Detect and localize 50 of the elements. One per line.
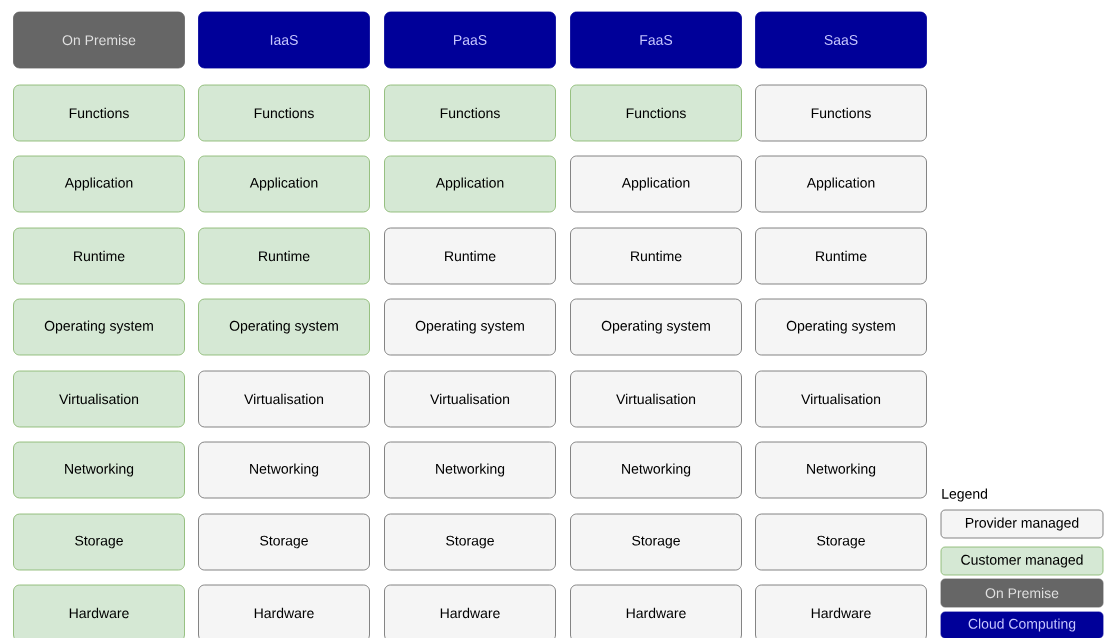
- layer-box: Networking: [13, 441, 185, 499]
- legend-heading: Legend: [942, 488, 987, 502]
- layer-box: Application: [13, 155, 185, 213]
- layer-box: Runtime: [384, 227, 556, 285]
- layer-box: Storage: [198, 513, 370, 571]
- layer-box: Networking: [198, 441, 370, 499]
- layer-box: Networking: [570, 441, 742, 499]
- layer-box: Hardware: [384, 584, 556, 638]
- layer-box: Functions: [570, 84, 742, 142]
- column-header: SaaS: [755, 11, 927, 69]
- layer-box: Networking: [384, 441, 556, 499]
- layer-box: Operating system: [198, 298, 370, 356]
- layer-box: Networking: [755, 441, 927, 499]
- layer-box: Storage: [755, 513, 927, 571]
- column-header: FaaS: [570, 11, 742, 69]
- column-header: PaaS: [384, 11, 556, 69]
- layer-box: Virtualisation: [198, 370, 370, 428]
- layer-box: Operating system: [384, 298, 556, 356]
- layer-box: Hardware: [198, 584, 370, 638]
- layer-box: Runtime: [198, 227, 370, 285]
- layer-box: Functions: [384, 84, 556, 142]
- layer-box: Application: [384, 155, 556, 213]
- layer-box: Virtualisation: [570, 370, 742, 428]
- layer-box: Storage: [13, 513, 185, 571]
- layer-box: Virtualisation: [755, 370, 927, 428]
- layer-box: Application: [755, 155, 927, 213]
- layer-box: Virtualisation: [384, 370, 556, 428]
- layer-box: Functions: [198, 84, 370, 142]
- layer-box: Hardware: [755, 584, 927, 638]
- column-header: On Premise: [13, 11, 185, 69]
- layer-box: Runtime: [570, 227, 742, 285]
- layer-box: Hardware: [570, 584, 742, 638]
- layer-box: Application: [570, 155, 742, 213]
- layer-box: Storage: [570, 513, 742, 571]
- layer-box: Storage: [384, 513, 556, 571]
- legend-item: Cloud Computing: [940, 611, 1104, 638]
- layer-box: Virtualisation: [13, 370, 185, 428]
- layer-box: Functions: [13, 84, 185, 142]
- layer-box: Hardware: [13, 584, 185, 638]
- layer-box: Operating system: [570, 298, 742, 356]
- layer-box: Runtime: [755, 227, 927, 285]
- layer-box: Operating system: [13, 298, 185, 356]
- legend-item: Provider managed: [940, 509, 1104, 539]
- layer-box: Operating system: [755, 298, 927, 356]
- legend-item: On Premise: [940, 578, 1104, 608]
- layer-box: Application: [198, 155, 370, 213]
- column-header: IaaS: [198, 11, 370, 69]
- legend-item: Customer managed: [940, 546, 1104, 576]
- layer-box: Functions: [755, 84, 927, 142]
- layer-box: Runtime: [13, 227, 185, 285]
